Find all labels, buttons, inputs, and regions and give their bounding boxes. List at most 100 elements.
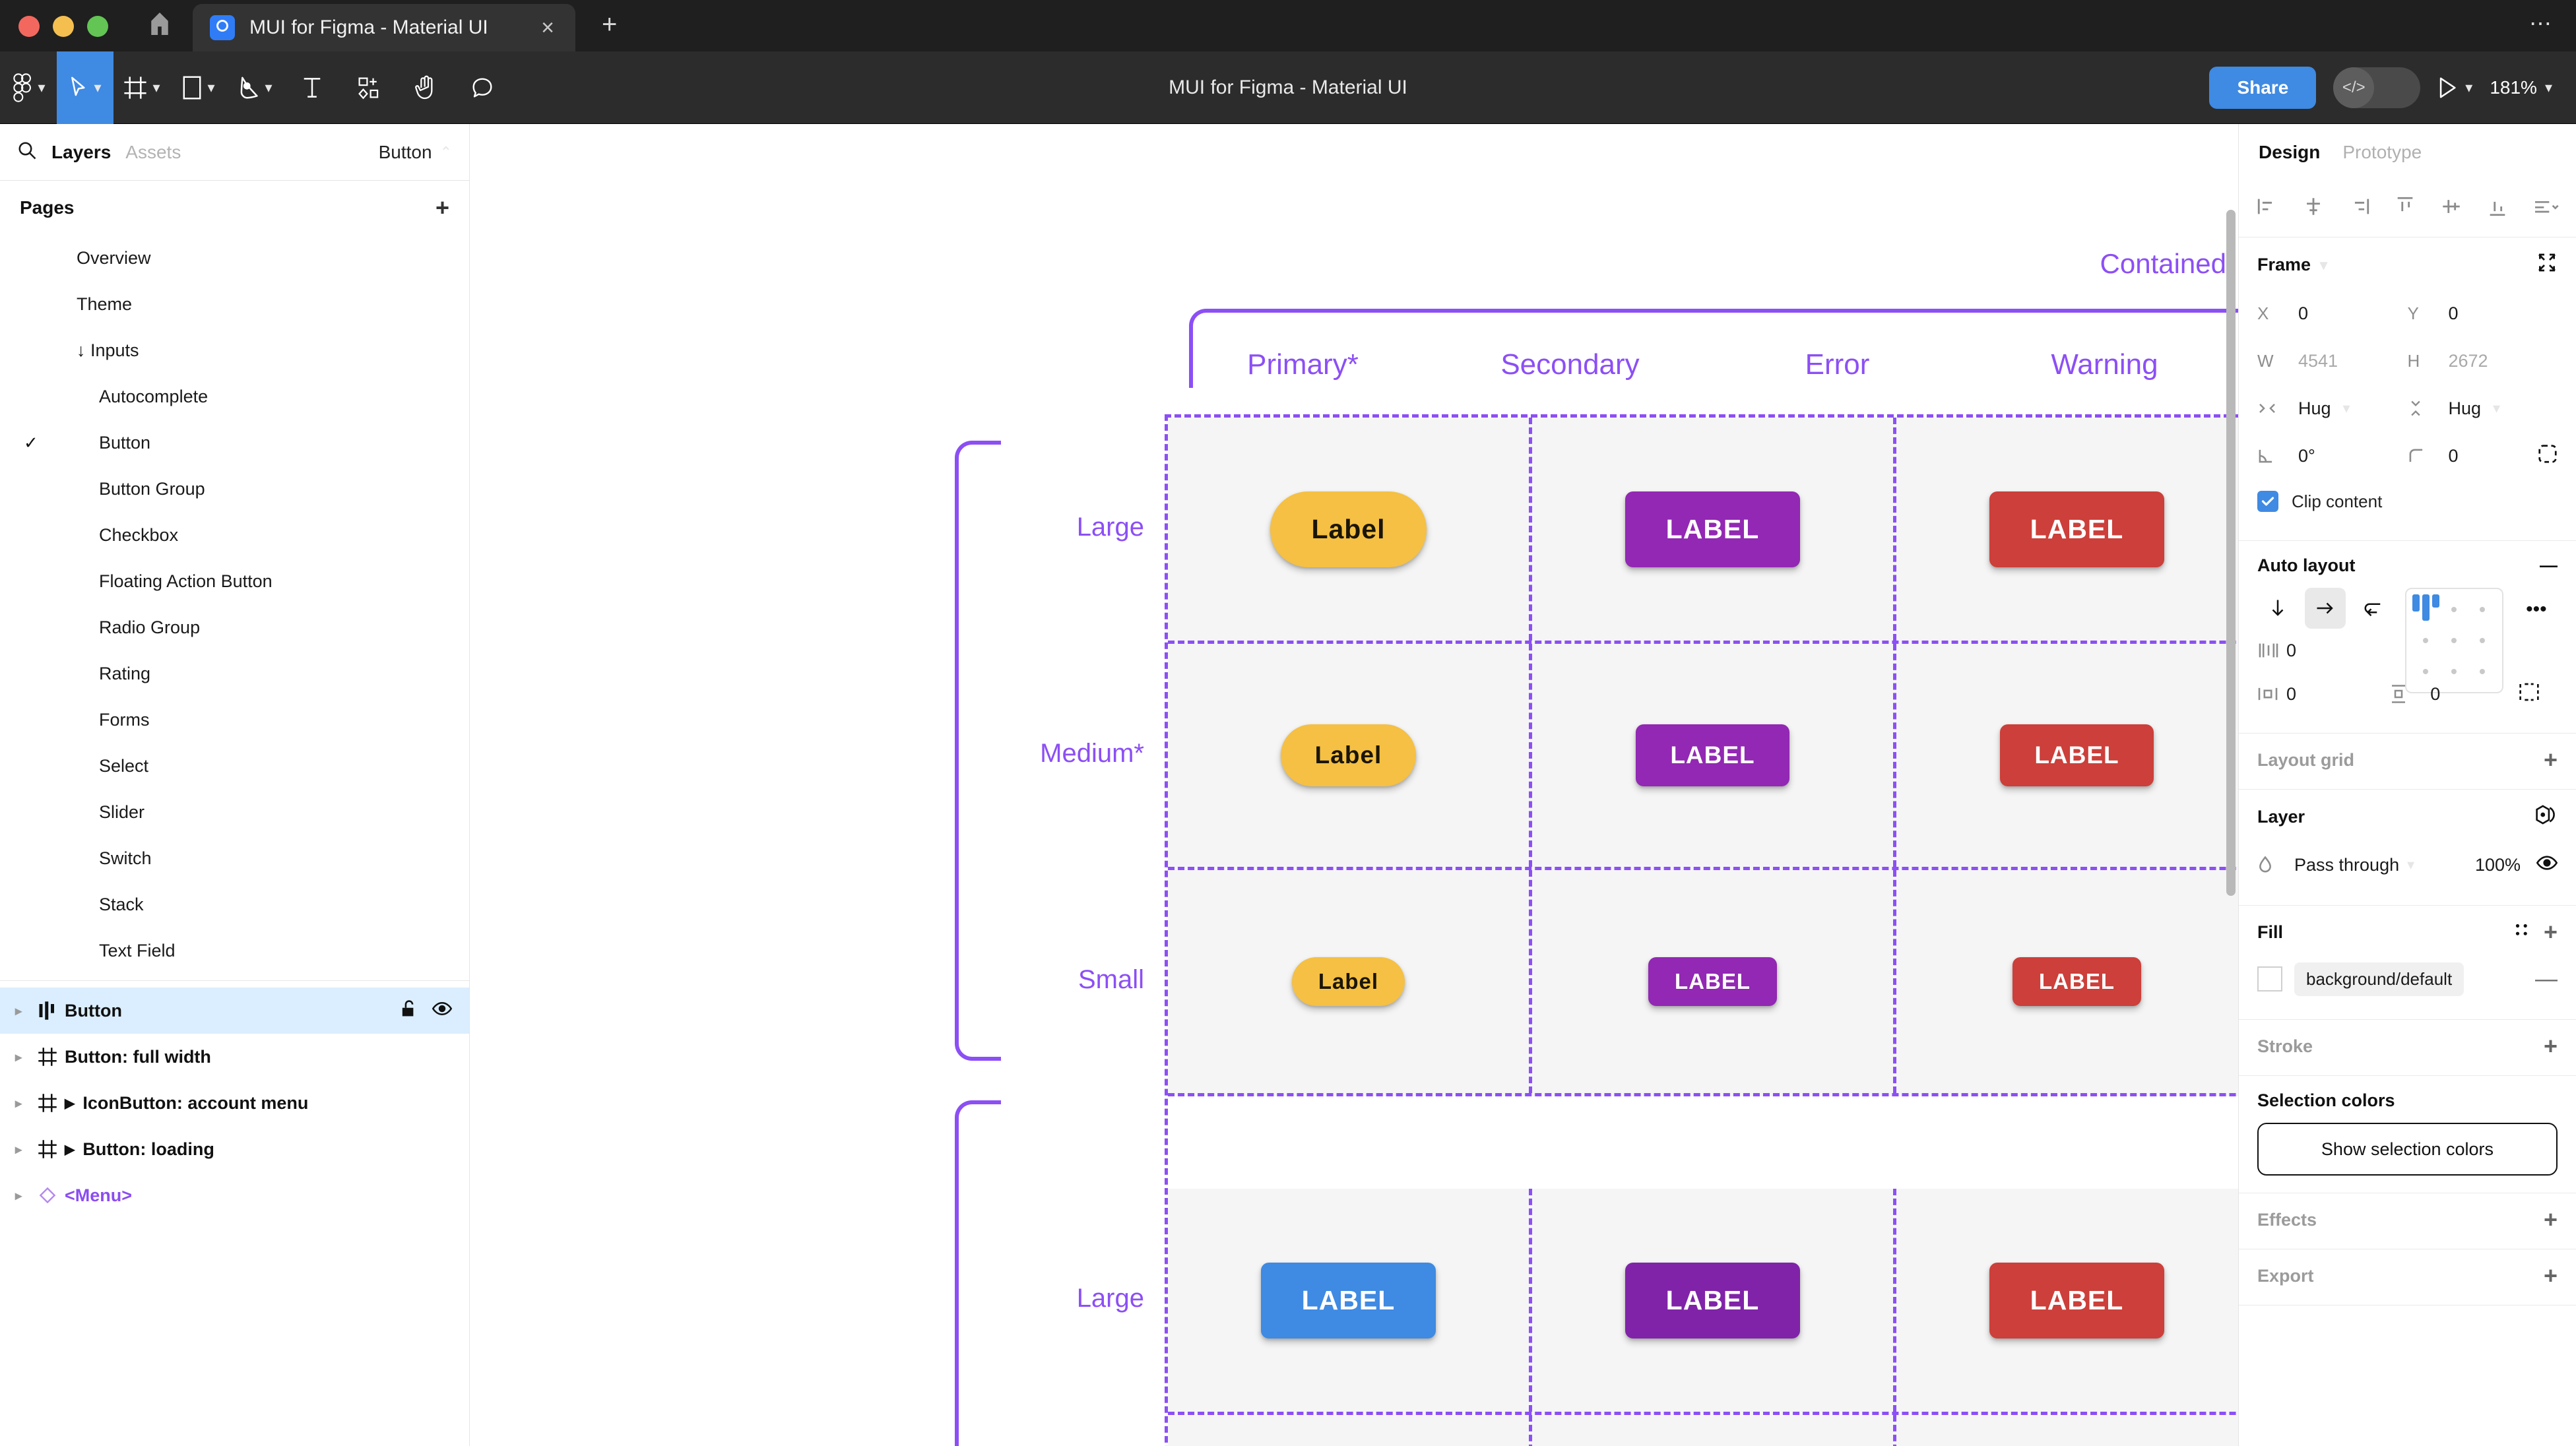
zoom-level-menu[interactable]: 181% ▾	[2490, 77, 2552, 98]
layer-row-iconbutton-account-menu[interactable]: ▸ ▶ IconButton: account menu	[0, 1080, 469, 1126]
alignment-pad-dot[interactable]	[2423, 668, 2429, 674]
page-item-slider[interactable]: Slider	[0, 789, 469, 835]
eye-icon[interactable]	[432, 1000, 453, 1022]
button-error-medium[interactable]: LABEL	[2000, 724, 2154, 786]
button-primary-large[interactable]: Label	[1270, 491, 1427, 567]
collapsed-triangle-icon[interactable]: ▶	[65, 1096, 75, 1111]
new-tab-button[interactable]: +	[602, 10, 618, 39]
align-left-icon[interactable]	[2256, 195, 2278, 222]
layer-opacity-value[interactable]: 100%	[2474, 854, 2521, 875]
button-secondary-large[interactable]: LABEL	[1625, 491, 1801, 567]
show-selection-colors-button[interactable]: Show selection colors	[2257, 1123, 2558, 1176]
page-item-select[interactable]: Select	[0, 743, 469, 789]
button-b-error-large[interactable]: LABEL	[1989, 1262, 2165, 1338]
page-item-inputs[interactable]: ↓ Inputs	[0, 327, 469, 373]
page-item-floating-action-button[interactable]: Floating Action Button	[0, 558, 469, 604]
alignment-pad-dot[interactable]	[2480, 637, 2486, 643]
alignment-pad-dot[interactable]	[2423, 637, 2429, 643]
fill-color-swatch[interactable]	[2257, 966, 2282, 991]
add-page-button[interactable]: +	[435, 194, 449, 221]
clip-content-row[interactable]: Clip content	[2257, 480, 2558, 523]
tab-prototype[interactable]: Prototype	[2342, 142, 2422, 162]
hand-tool-icon[interactable]	[397, 51, 454, 124]
fill-style-name[interactable]: background/default	[2294, 962, 2464, 996]
alignment-pad-dot[interactable]	[2451, 607, 2457, 613]
alignment-pad-dot[interactable]	[2480, 607, 2486, 613]
distribute-menu-icon[interactable]	[2532, 195, 2559, 222]
add-layout-grid-button[interactable]: +	[2543, 746, 2558, 773]
page-item-autocomplete[interactable]: Autocomplete	[0, 373, 469, 420]
page-item-theme[interactable]: Theme	[0, 281, 469, 327]
eye-icon[interactable]	[2536, 854, 2558, 876]
dev-mode-toggle[interactable]: </>	[2333, 67, 2421, 108]
auto-layout-gap-field[interactable]: 0	[2257, 629, 2393, 672]
align-right-icon[interactable]	[2348, 195, 2371, 222]
browser-tab[interactable]: MUI for Figma - Material UI ×	[193, 4, 575, 51]
layer-blend-mode-value[interactable]: Pass through	[2294, 854, 2400, 875]
frame-rotation-field[interactable]: 0°	[2257, 446, 2408, 466]
page-item-rating[interactable]: Rating	[0, 650, 469, 697]
collapse-to-fit-icon[interactable]	[2536, 252, 2558, 278]
page-item-overview[interactable]: Overview	[0, 235, 469, 281]
frame-h-field[interactable]: H 2672	[2408, 351, 2558, 371]
auto-layout-padding-v-field[interactable]: 0	[2389, 682, 2540, 707]
chevron-down-icon[interactable]: ▾	[2320, 256, 2328, 273]
page-item-stack[interactable]: Stack	[0, 881, 469, 927]
shape-tool-icon[interactable]: ▾	[170, 51, 227, 124]
auto-layout-more-options-icon[interactable]: •••	[2526, 598, 2547, 620]
canvas-vertical-scrollbar[interactable]	[2226, 210, 2236, 896]
button-error-large[interactable]: LABEL	[1989, 491, 2165, 567]
close-tab-button[interactable]: ×	[541, 15, 554, 40]
resources-tool-icon[interactable]	[340, 51, 397, 124]
browser-menu-icon[interactable]: ⋯	[2529, 11, 2554, 36]
auto-layout-alignment-pad[interactable]	[2405, 588, 2503, 693]
frame-corner-radius-field[interactable]: 0	[2408, 444, 2558, 468]
figma-menu-icon[interactable]: ▾	[0, 51, 57, 124]
page-item-button[interactable]: ✓Button	[0, 420, 469, 466]
tab-layers[interactable]: Layers	[51, 141, 112, 162]
alignment-pad-dot[interactable]	[2451, 668, 2457, 674]
present-button[interactable]: ▾	[2437, 77, 2472, 99]
button-secondary-small[interactable]: LABEL	[1648, 957, 1777, 1006]
expand-caret-icon[interactable]: ▸	[15, 1142, 22, 1157]
comment-tool-icon[interactable]	[454, 51, 511, 124]
page-item-forms[interactable]: Forms	[0, 697, 469, 743]
search-icon[interactable]	[17, 141, 37, 164]
maximize-window-button[interactable]	[87, 16, 108, 37]
pen-tool-icon[interactable]: ▾	[227, 51, 284, 124]
layer-row-button[interactable]: ▸ Button	[0, 988, 469, 1034]
layout-direction-horizontal-icon[interactable]	[2305, 588, 2346, 629]
minimize-window-button[interactable]	[53, 16, 74, 37]
auto-layout-remove-button[interactable]: —	[2540, 555, 2558, 575]
frame-w-field[interactable]: W 4541	[2257, 351, 2408, 371]
alignment-pad-dot[interactable]	[2451, 637, 2457, 643]
button-b-primary-large[interactable]: LABEL	[1260, 1262, 1436, 1338]
expand-caret-icon[interactable]: ▸	[15, 1003, 22, 1019]
button-b-secondary-large[interactable]: LABEL	[1625, 1262, 1801, 1338]
blend-mode-icon[interactable]	[2535, 804, 2558, 830]
close-window-button[interactable]	[18, 16, 40, 37]
align-bottom-icon[interactable]	[2486, 195, 2509, 222]
tab-assets[interactable]: Assets	[125, 141, 181, 162]
frame-tool-icon[interactable]: ▾	[113, 51, 170, 124]
individual-padding-icon[interactable]	[2519, 682, 2540, 707]
remove-fill-button[interactable]: —	[2535, 966, 2558, 991]
layer-row-button-full-width[interactable]: ▸ Button: full width	[0, 1034, 469, 1080]
clip-content-checkbox[interactable]	[2257, 491, 2278, 512]
page-item-button-group[interactable]: Button Group	[0, 466, 469, 512]
add-effect-button[interactable]: +	[2543, 1206, 2558, 1233]
alignment-pad-dot[interactable]	[2480, 668, 2486, 674]
add-stroke-button[interactable]: +	[2543, 1032, 2558, 1059]
expand-caret-icon[interactable]: ▸	[15, 1050, 22, 1065]
layout-direction-vertical-icon[interactable]	[2257, 588, 2298, 629]
collapsed-triangle-icon[interactable]: ▶	[65, 1142, 75, 1157]
design-canvas[interactable]: Contained Primary* Secondary Error Warni…	[470, 124, 2238, 1446]
frame-name-label[interactable]: Contained	[2100, 248, 2226, 279]
page-selector[interactable]: Button ⌃	[379, 142, 452, 163]
fill-styles-icon[interactable]	[2513, 922, 2530, 943]
layer-row-menu-instance[interactable]: ▸ <Menu>	[0, 1172, 469, 1218]
frame-x-field[interactable]: X 0	[2257, 303, 2408, 324]
align-horizontal-center-icon[interactable]	[2302, 195, 2325, 222]
expand-caret-icon[interactable]: ▸	[15, 1096, 22, 1111]
button-primary-medium[interactable]: Label	[1280, 724, 1417, 786]
